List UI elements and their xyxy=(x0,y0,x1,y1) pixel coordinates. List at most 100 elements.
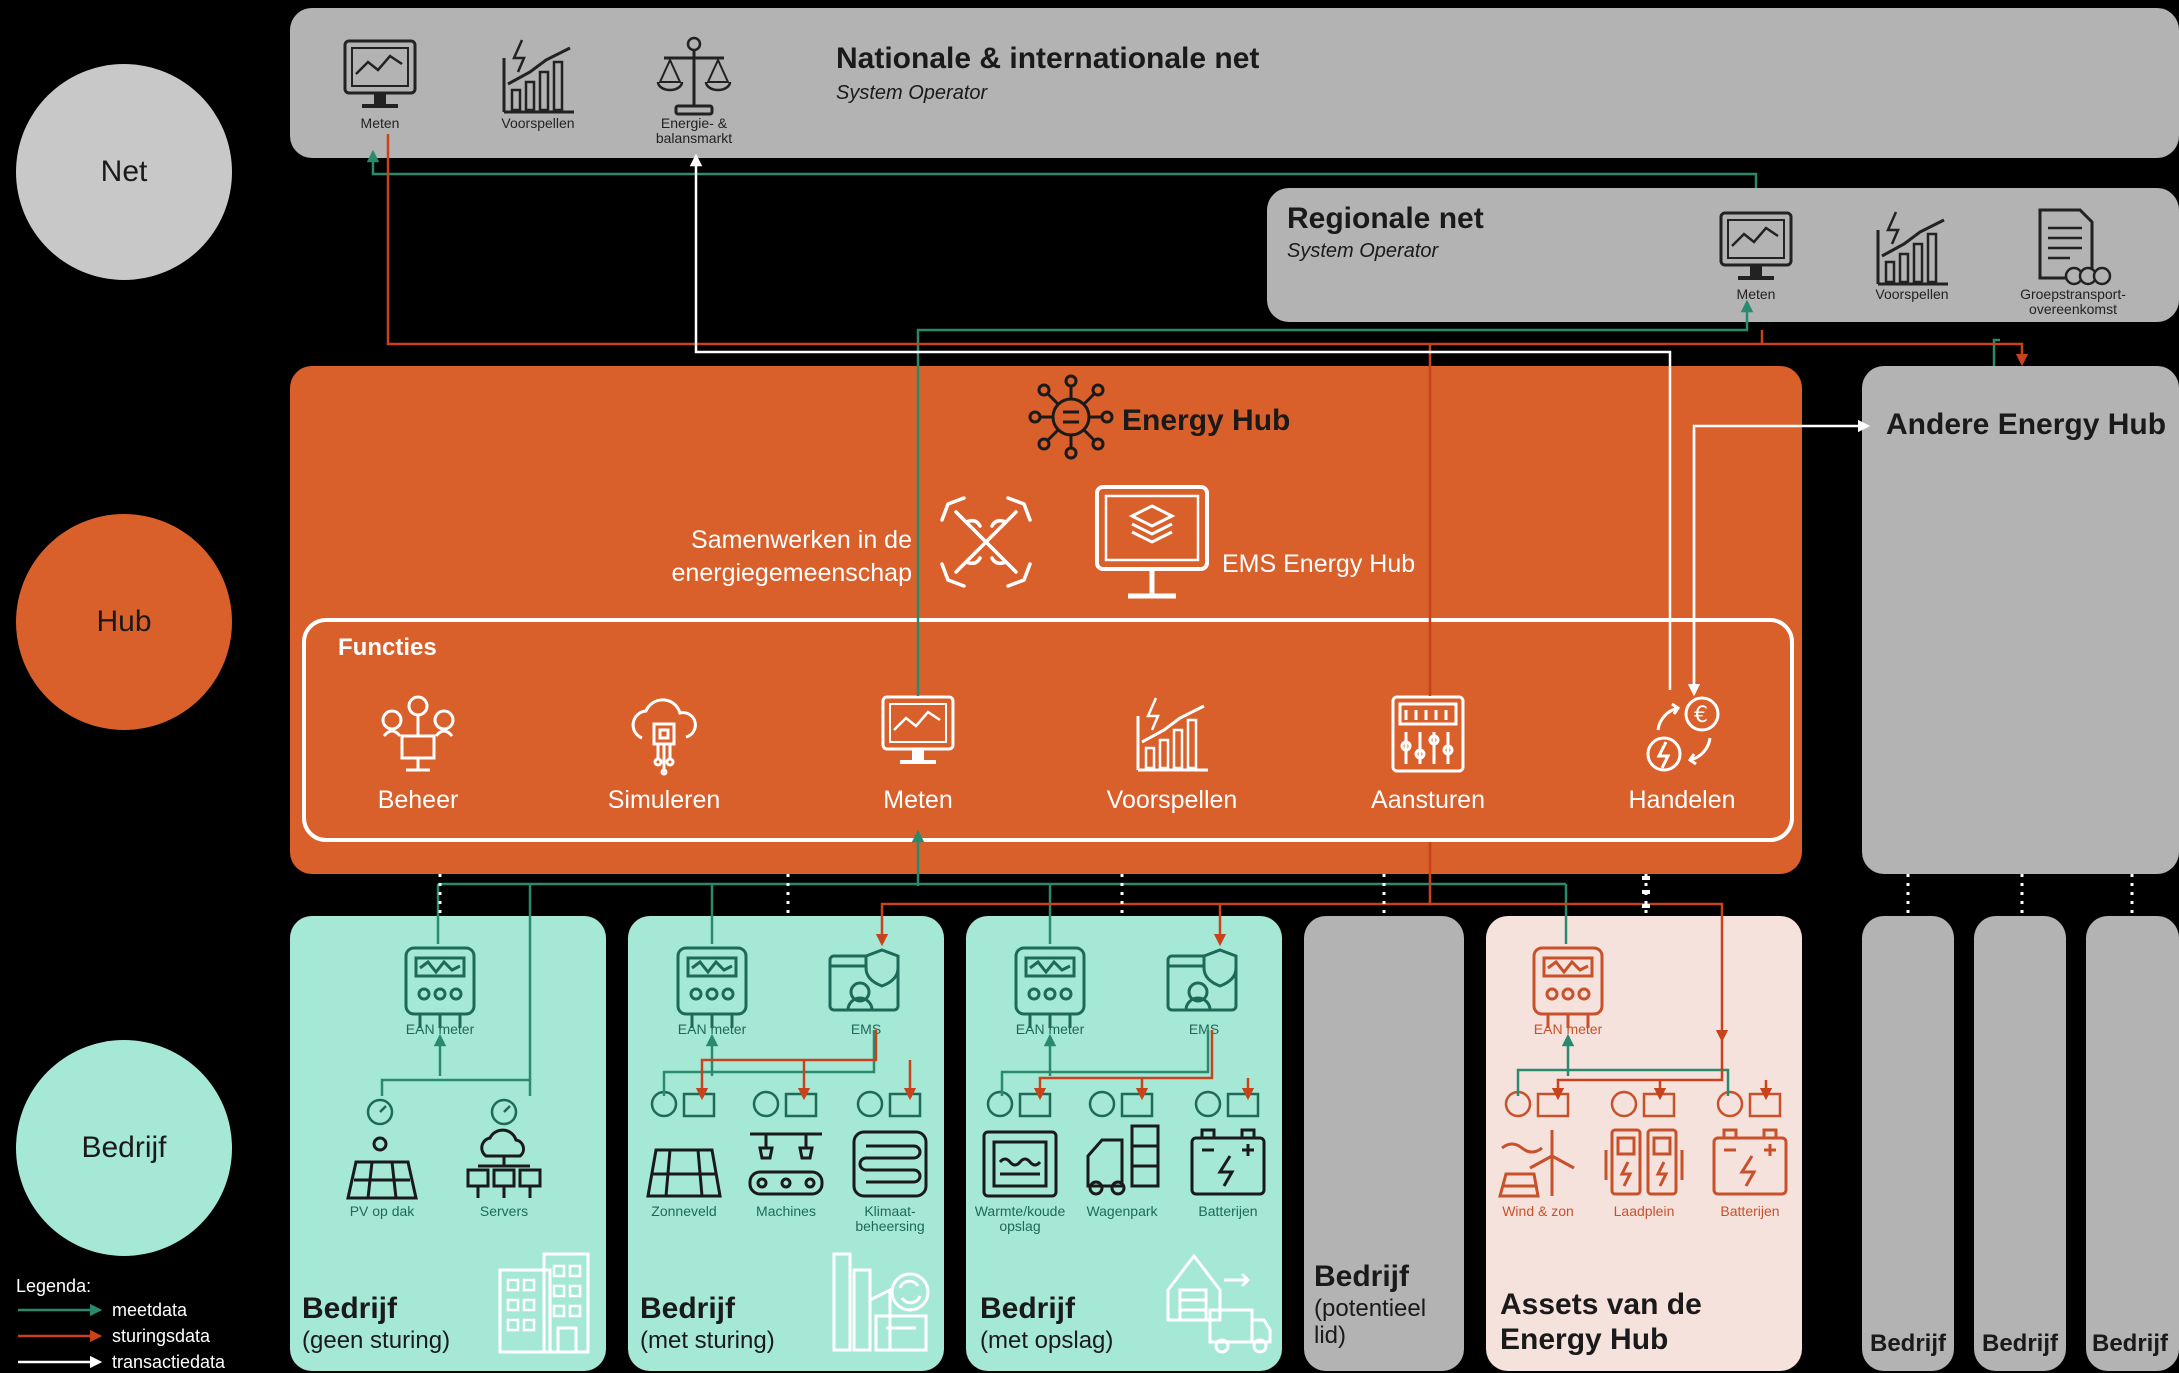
ean-meter-label-1: EAN meter xyxy=(405,1021,475,1037)
ean-meter-icon xyxy=(1014,946,1086,1028)
batterijen-icon xyxy=(1190,1090,1266,1196)
company-1-sub: (geen sturing) xyxy=(302,1326,451,1354)
functions-title: Functies xyxy=(338,634,437,661)
asset-batterijen-3: Batterijen xyxy=(1198,1203,1258,1219)
national-energiemarkt-label-line2: balansmarkt xyxy=(655,130,733,147)
voorspellen-chart-icon xyxy=(1136,697,1208,772)
ean-meter-icon xyxy=(404,946,476,1028)
asset-wagenpark: Wagenpark xyxy=(1086,1203,1158,1219)
monitor-chart-icon xyxy=(1719,211,1793,280)
company-3-name: Bedrijf(met opslag) xyxy=(980,1292,1113,1354)
asset-pv-op-dak: PV op dak xyxy=(349,1203,415,1219)
ean-meter-label-3: EAN meter xyxy=(1015,1021,1085,1037)
other-company-3 xyxy=(2086,916,2179,1371)
asset-laadplein: Laadplein xyxy=(1613,1203,1675,1219)
simuleren-cloud-icon xyxy=(631,698,697,776)
wagenpark-icon xyxy=(1086,1090,1160,1196)
solar-panel-gauge-icon xyxy=(346,1098,418,1200)
function-voorspellen: Voorspellen xyxy=(1106,786,1238,814)
ean-meter-icon xyxy=(676,946,748,1028)
company-2-sub: (met sturing) xyxy=(640,1326,775,1354)
other-company-1 xyxy=(1862,916,1954,1371)
function-simuleren: Simuleren xyxy=(607,786,721,814)
ean-meter-icon xyxy=(1532,946,1604,1028)
cooperation-label-line2: energiegemeenschap xyxy=(671,558,912,587)
regional-meten-label: Meten xyxy=(1736,286,1776,302)
other-company-2-label: Bedrijf xyxy=(1982,1330,2059,1357)
company-2-name-text: Bedrijf xyxy=(640,1292,736,1325)
monitor-chart-icon xyxy=(343,39,417,108)
balance-scale-icon xyxy=(656,36,732,116)
functions-box xyxy=(302,618,1794,842)
company-1-name-text: Bedrijf xyxy=(302,1292,398,1325)
national-net-subtitle: System Operator xyxy=(836,82,988,104)
regional-net-panel xyxy=(1267,188,2179,322)
national-energiemarkt-label: Energie- &balansmarkt xyxy=(640,115,748,147)
function-handelen: Handelen xyxy=(1628,786,1736,814)
asset-warmte-koude-line1: Warmte/koude xyxy=(974,1203,1066,1219)
company-3-sub: (met opslag) xyxy=(980,1326,1114,1354)
energy-hub-title: Energy Hub xyxy=(1122,404,1291,437)
forecast-chart-icon xyxy=(1876,211,1948,286)
layer-hub-circle: Hub xyxy=(16,514,232,730)
other-company-3-label: Bedrijf xyxy=(2092,1330,2169,1357)
ean-meter-label-5: EAN meter xyxy=(1533,1021,1603,1037)
beheer-icon xyxy=(381,695,455,772)
asset-zonneveld: Zonneveld xyxy=(651,1203,717,1219)
ems-monitor-icon xyxy=(1095,485,1209,599)
other-company-2 xyxy=(1974,916,2066,1371)
handelen-exchange-icon: € xyxy=(1646,696,1720,772)
layer-bedrijf-circle: Bedrijf xyxy=(16,1040,232,1256)
ems-shield-icon xyxy=(828,948,900,1012)
layer-hub-label: Hub xyxy=(96,605,152,638)
warmte-koude-opslag-icon xyxy=(982,1090,1058,1198)
regional-contract-label-line2: overeenkomst xyxy=(2029,301,2117,318)
ean-meter-label-2: EAN meter xyxy=(677,1021,747,1037)
forecast-chart-icon xyxy=(502,39,574,114)
factory-icon xyxy=(832,1252,930,1352)
hub-assets-name-line2: Energy Hub xyxy=(1500,1322,1669,1356)
regional-voorspellen-label: Voorspellen xyxy=(1875,286,1949,302)
function-aansturen: Aansturen xyxy=(1371,786,1485,814)
contract-icon xyxy=(2038,208,2112,286)
legend-arrows xyxy=(18,1303,103,1368)
asset-batterijen-hub: Batterijen xyxy=(1720,1203,1780,1219)
servers-cloud-icon xyxy=(466,1098,542,1198)
national-meten-label: Meten xyxy=(360,115,400,131)
andere-energy-hub-title: Andere Energy Hub xyxy=(1886,408,2167,441)
layer-net-label: Net xyxy=(100,155,148,188)
other-company-1-label: Bedrijf xyxy=(1870,1330,1947,1357)
svg-text:€: € xyxy=(1694,703,1708,728)
asset-warmte-koude-line2: opslag xyxy=(999,1218,1041,1235)
function-beheer: Beheer xyxy=(377,786,459,814)
energy-hub-network-icon xyxy=(1028,374,1114,460)
hub-assets-panel xyxy=(1486,916,1802,1371)
company-3-name-text: Bedrijf xyxy=(980,1292,1076,1325)
legend-sturingsdata: sturingsdata xyxy=(112,1326,211,1346)
legend-transactiedata: transactiedata xyxy=(112,1352,226,1372)
asset-klimaatbeheersing-line2: beheersing xyxy=(855,1218,925,1235)
meten-monitor-icon xyxy=(881,695,955,764)
asset-wind-zon: Wind & zon xyxy=(1502,1203,1574,1219)
company-potentieel-lid-panel xyxy=(1304,916,1464,1371)
regional-net-title: Regionale net xyxy=(1287,202,1484,235)
national-net-title: Nationale & internationale net xyxy=(836,42,1260,75)
company-2-name: Bedrijf(met sturing) xyxy=(640,1292,775,1354)
andere-energy-hub-panel xyxy=(1862,366,2179,874)
ems-shield-icon xyxy=(1166,948,1238,1012)
asset-servers: Servers xyxy=(479,1203,529,1219)
layer-net-circle: Net xyxy=(16,64,232,280)
ems-label: EMS Energy Hub xyxy=(1222,550,1416,578)
regional-contract-label: Groepstransport-overeenkomst xyxy=(2006,286,2140,318)
legend-meetdata: meetdata xyxy=(112,1300,188,1320)
legend-title: Legenda: xyxy=(16,1276,92,1296)
asset-machines: Machines xyxy=(756,1203,816,1219)
aansturen-controls-icon xyxy=(1391,695,1465,773)
laadplein-icon xyxy=(1604,1090,1684,1196)
national-net-panel xyxy=(290,8,2179,158)
